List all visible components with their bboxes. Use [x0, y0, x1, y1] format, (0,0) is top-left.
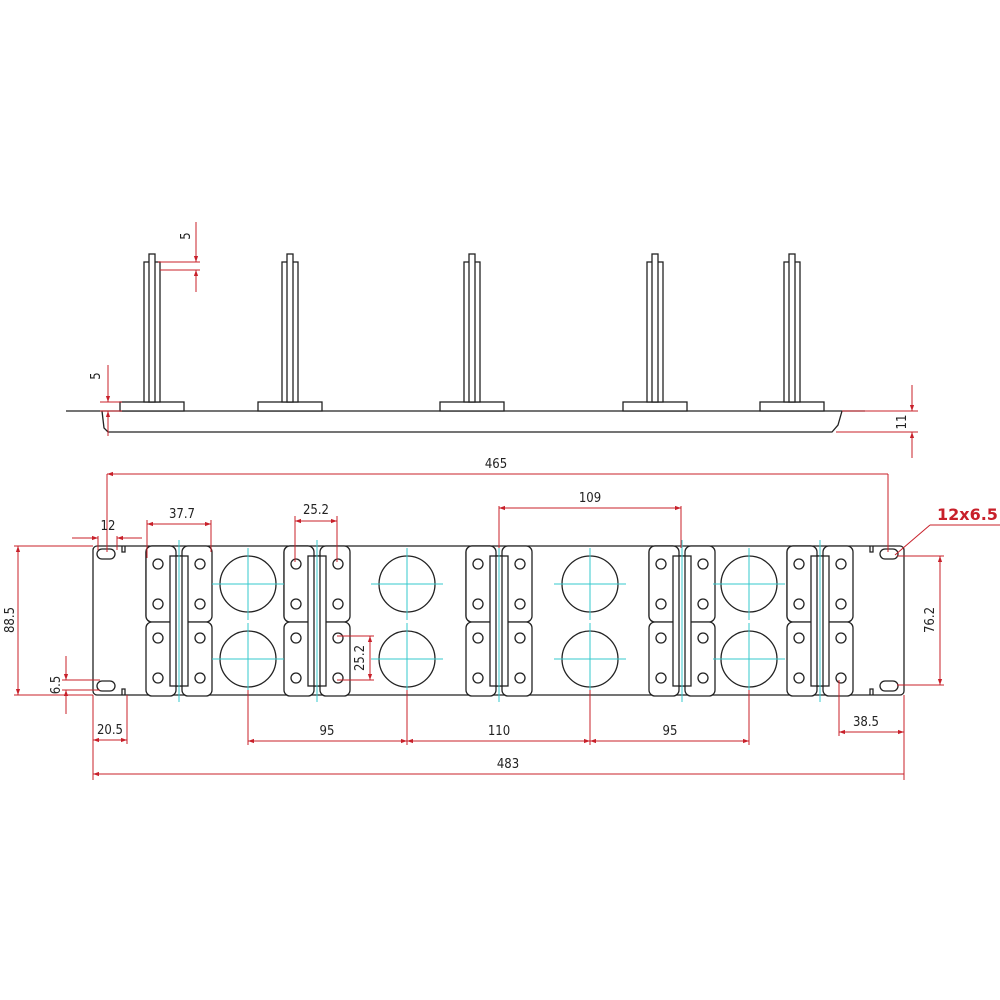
- dim-slot-height: 6.5: [49, 656, 100, 714]
- round-hole: [712, 622, 786, 696]
- dim-pitch-center: 110: [488, 724, 510, 739]
- svg-text:6.5: 6.5: [49, 676, 64, 695]
- callout-mount-hole: 12x6.5: [894, 505, 1000, 556]
- dim-hole-pitch-chain: 95 110 95: [247, 690, 750, 745]
- front-view: 465 12 37.7 25.2 109: [3, 457, 1000, 780]
- round-hole: [211, 622, 285, 696]
- round-hole: [712, 547, 786, 621]
- round-hole: [553, 547, 627, 621]
- round-hole: [370, 622, 444, 696]
- d-ring-3: [439, 253, 505, 412]
- dim-right-edge: 38.5: [838, 680, 905, 736]
- svg-text:483: 483: [497, 757, 519, 772]
- d-ring-1: [119, 253, 185, 412]
- dim-pitch-left: 95: [320, 724, 335, 739]
- dim-pitch-right: 95: [663, 724, 678, 739]
- round-hole: [211, 547, 285, 621]
- dim-panel-depth: 11: [836, 385, 918, 458]
- dim-overall-width: 483: [92, 695, 905, 780]
- dim-edge-to-notch: 20.5: [93, 695, 128, 744]
- svg-text:109: 109: [579, 491, 601, 506]
- svg-text:5: 5: [89, 372, 104, 379]
- dim-panel-height: 88.5: [3, 545, 93, 696]
- svg-text:88.5: 88.5: [3, 607, 18, 633]
- svg-text:25.2: 25.2: [303, 503, 329, 518]
- dim-slot-pitch-h: 25.2: [294, 503, 338, 562]
- svg-text:37.7: 37.7: [169, 507, 195, 522]
- d-ring-5: [759, 253, 825, 412]
- svg-text:465: 465: [485, 457, 507, 472]
- svg-text:25.2: 25.2: [353, 645, 368, 671]
- dim-ring-tip: 5: [158, 222, 200, 292]
- cable-guide-2: [283, 539, 351, 703]
- dim-center-gap: 109: [498, 491, 682, 548]
- round-hole: [553, 622, 627, 696]
- cable-guide-1: [145, 539, 213, 703]
- dim-hole-spacing-v: 76.2: [897, 555, 944, 686]
- svg-text:12: 12: [101, 519, 116, 534]
- d-ring-4: [622, 253, 688, 412]
- cable-guide-5: [786, 539, 854, 703]
- svg-text:76.2: 76.2: [923, 607, 938, 633]
- svg-text:20.5: 20.5: [97, 723, 123, 738]
- dim-mount-hole-span: 465: [106, 457, 889, 552]
- cable-guide-3: [465, 539, 533, 703]
- svg-text:12x6.5: 12x6.5: [937, 505, 998, 524]
- svg-text:38.5: 38.5: [853, 715, 879, 730]
- svg-text:5: 5: [179, 232, 194, 239]
- mount-slot: [879, 548, 899, 560]
- dim-base-plate: 5: [89, 365, 122, 436]
- mount-slot: [96, 548, 116, 560]
- svg-text:11: 11: [895, 415, 910, 430]
- cable-guide-4: [648, 539, 716, 703]
- mount-slot: [96, 680, 116, 692]
- side-view: 5 5 11: [66, 222, 918, 458]
- mount-slot: [879, 680, 899, 692]
- round-hole: [370, 547, 444, 621]
- dim-guide-width: 37.7: [146, 507, 212, 558]
- d-ring-2: [257, 253, 323, 412]
- dim-hole-offset: 12: [72, 519, 142, 550]
- dim-slot-pitch-v: 25.2: [337, 635, 374, 681]
